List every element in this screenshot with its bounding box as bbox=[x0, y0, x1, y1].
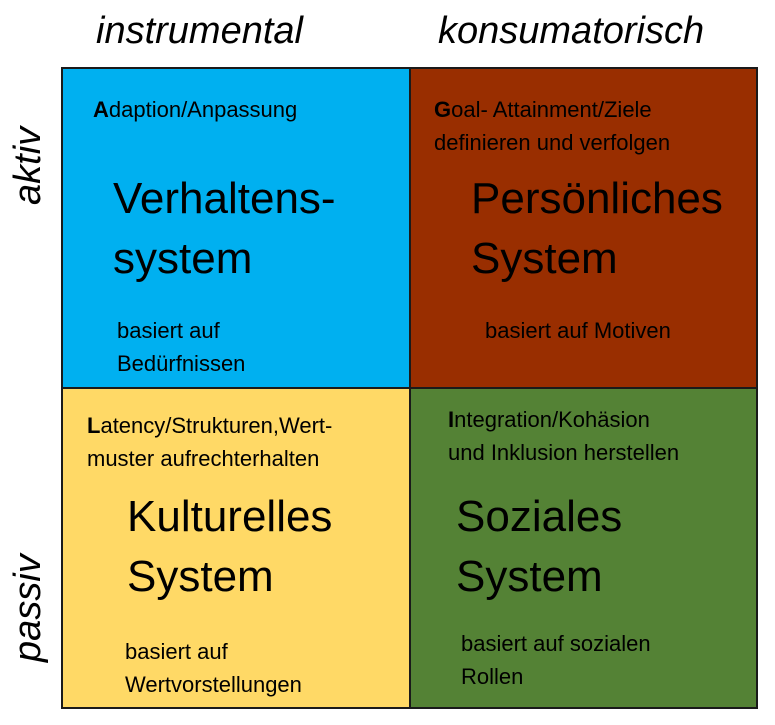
basis-line: Bedürfnissen bbox=[117, 351, 246, 376]
column-header-instrumental: instrumental bbox=[96, 10, 303, 52]
row-header-aktiv: aktiv bbox=[7, 126, 49, 205]
system-line: Soziales bbox=[456, 492, 623, 541]
basis-line: basiert auf bbox=[117, 318, 220, 343]
basis-text-integration: basiert auf sozialen Rollen bbox=[461, 627, 651, 693]
basis-text-latency: basiert auf Wertvorstellungen bbox=[125, 635, 302, 701]
cell-adaption: Adaption/Anpassung Verhaltens- system ba… bbox=[61, 67, 410, 388]
basis-line: Wertvorstellungen bbox=[125, 672, 302, 697]
system-name-kulturelles-system: Kulturelles System bbox=[127, 487, 332, 607]
agil-schema-grid: Adaption/Anpassung Verhaltens- system ba… bbox=[61, 67, 758, 709]
function-label-adaption: Adaption/Anpassung bbox=[93, 93, 297, 126]
function-text: oal- Attainment/Ziele bbox=[451, 97, 652, 122]
system-name-soziales-system: Soziales System bbox=[456, 487, 622, 607]
function-text: muster aufrechterhalten bbox=[87, 446, 320, 471]
function-text: daption/Anpassung bbox=[108, 97, 298, 122]
system-line: System bbox=[471, 234, 618, 283]
basis-line: basiert auf Motiven bbox=[485, 318, 671, 343]
system-line: Kulturelles bbox=[127, 492, 333, 541]
system-line: System bbox=[456, 552, 603, 601]
system-line: Persönliches bbox=[471, 174, 723, 223]
function-initial: A bbox=[93, 97, 109, 122]
basis-line: Rollen bbox=[461, 664, 524, 689]
function-text: atency/Strukturen,Wert- bbox=[100, 413, 333, 438]
cell-latency: Latency/Strukturen,Wert- muster aufrecht… bbox=[61, 388, 410, 709]
system-name-verhaltenssystem: Verhaltens- system bbox=[113, 169, 336, 289]
basis-text-adaption: basiert auf Bedürfnissen bbox=[117, 314, 245, 380]
function-initial: I bbox=[448, 407, 455, 432]
system-line: Verhaltens- bbox=[113, 174, 336, 223]
function-label-latency: Latency/Strukturen,Wert- muster aufrecht… bbox=[87, 409, 332, 475]
system-line: System bbox=[127, 552, 274, 601]
cell-integration: Integration/Kohäsion und Inklusion herst… bbox=[410, 388, 758, 709]
row-header-passiv: passiv bbox=[7, 554, 49, 662]
function-label-integration: Integration/Kohäsion und Inklusion herst… bbox=[448, 403, 679, 469]
system-line: system bbox=[113, 234, 253, 283]
basis-line: basiert auf sozialen bbox=[461, 631, 651, 656]
basis-text-goal: basiert auf Motiven bbox=[485, 314, 671, 347]
function-text: und Inklusion herstellen bbox=[448, 440, 680, 465]
function-label-goal: Goal- Attainment/Ziele definieren und ve… bbox=[434, 93, 670, 159]
basis-line: basiert auf bbox=[125, 639, 228, 664]
function-initial: G bbox=[434, 97, 452, 122]
function-text: ntegration/Kohäsion bbox=[454, 407, 650, 432]
function-text: definieren und verfolgen bbox=[434, 130, 671, 155]
column-header-konsumatorisch: konsumatorisch bbox=[438, 10, 705, 52]
function-initial: L bbox=[87, 413, 101, 438]
cell-goal-attainment: Goal- Attainment/Ziele definieren und ve… bbox=[410, 67, 758, 388]
system-name-persoenliches-system: Persönliches System bbox=[471, 169, 723, 289]
